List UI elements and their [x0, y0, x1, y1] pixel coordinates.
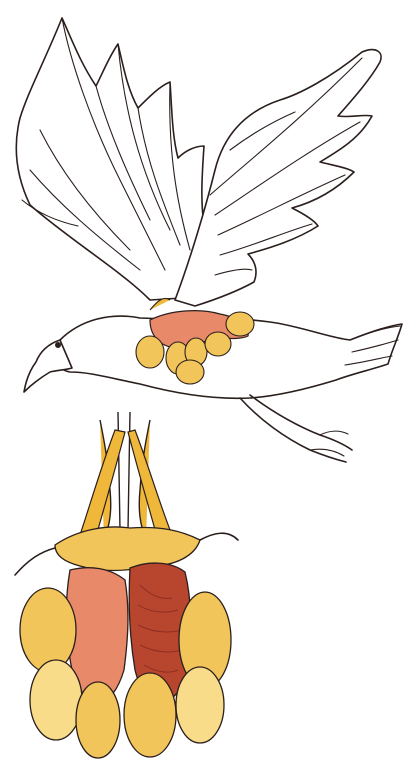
trachea — [80, 412, 172, 540]
respiratory-system-detail — [15, 412, 238, 758]
clavicular-air-sac — [55, 527, 200, 571]
right-humeral-line — [200, 533, 238, 540]
bird-legs — [240, 395, 352, 462]
bird-eye — [55, 342, 61, 348]
bird-right-wing — [175, 50, 381, 306]
left-humeral-line — [15, 548, 55, 575]
bird-figure — [16, 18, 402, 462]
bird-left-wing — [16, 18, 205, 300]
